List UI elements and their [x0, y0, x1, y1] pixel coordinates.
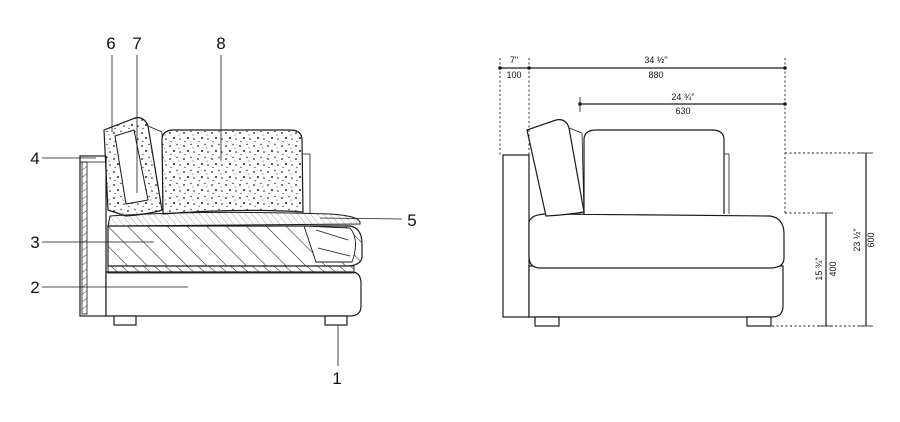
dim-overall-height-in: 23 ½"	[852, 228, 862, 251]
leader-5	[319, 217, 403, 220]
dim-seat-width-mm: 630	[675, 106, 690, 116]
section-view: 1 2 3 4 5 6 7 8	[30, 34, 416, 388]
base-top-layer	[107, 265, 355, 274]
dim-seat-height-in: 15 ¾"	[814, 257, 824, 280]
dim-overall-width-mm: 880	[648, 70, 663, 80]
arm-outline	[502, 154, 530, 318]
pillow-inner	[114, 129, 149, 205]
dim-seat-width-in: 24 ¾"	[671, 92, 694, 102]
callout-5: 5	[407, 211, 416, 230]
base-frame	[105, 271, 362, 317]
dim-seat-height-mm: 400	[828, 261, 838, 276]
seat-front-wrap	[303, 225, 356, 263]
callout-8: 8	[216, 34, 225, 53]
foot-right	[746, 316, 772, 327]
callout-6: 6	[106, 34, 115, 53]
callout-7: 7	[132, 34, 141, 53]
pillow-outline	[526, 119, 585, 217]
dimension-view: 7" 100 34 ½" 880 24 ¾" 630 15 ¾" 400 23 …	[498, 55, 876, 327]
dim-arm-width-mm: 100	[506, 70, 521, 80]
dim-overall-height-mm: 600	[866, 232, 876, 247]
dim-overall-width-in: 34 ½"	[644, 55, 667, 65]
foot-rear	[113, 315, 137, 326]
callout-3: 3	[30, 233, 39, 252]
seat-foam	[107, 225, 363, 267]
base-outline	[528, 265, 784, 318]
foot-left	[534, 316, 560, 327]
back-cushion	[161, 129, 304, 215]
callout-2: 2	[30, 278, 39, 297]
callout-1: 1	[332, 369, 341, 388]
foot-front	[324, 315, 348, 326]
arm-hatch	[81, 161, 88, 315]
callout-4: 4	[30, 149, 39, 168]
seat-top-layer	[107, 211, 361, 227]
seat-cushion-outline	[528, 213, 785, 269]
back-cushion-outline	[583, 129, 725, 214]
dim-arm-width-in: 7"	[510, 55, 518, 65]
